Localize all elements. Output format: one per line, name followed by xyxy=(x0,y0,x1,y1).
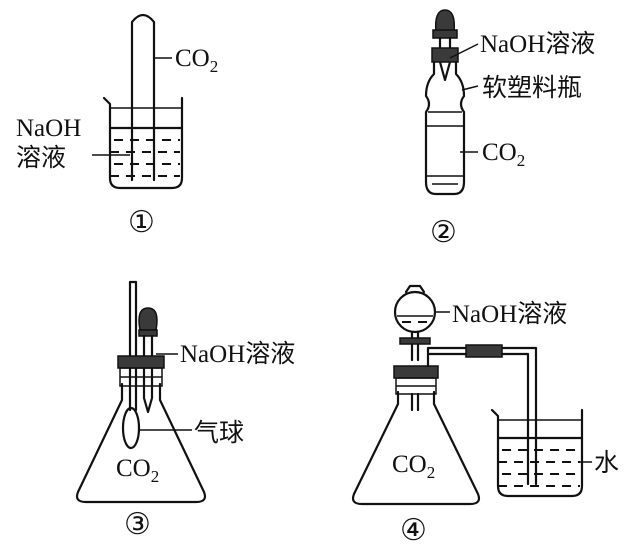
funnel-stem xyxy=(410,330,420,362)
figure-number: ③ xyxy=(124,507,151,542)
glass-tube xyxy=(128,280,138,412)
beaker xyxy=(102,96,184,190)
separatory-funnel xyxy=(393,290,437,334)
funnel-tube xyxy=(410,392,420,412)
solution-label: NaOH溶液 xyxy=(480,30,595,58)
gas-label: CO2 xyxy=(392,451,435,482)
dropper-bulb xyxy=(434,9,456,33)
bottle-label: 软塑料瓶 xyxy=(482,74,582,102)
conical-flask xyxy=(75,382,207,504)
dropper-tube xyxy=(142,334,154,414)
gas-label: CO2 xyxy=(116,455,159,486)
gas-label: CO2 xyxy=(175,45,218,76)
gas-label: CO2 xyxy=(482,139,525,170)
conical-flask xyxy=(351,390,481,506)
water-label: 水 xyxy=(594,449,619,477)
bottle-cap xyxy=(431,47,459,63)
figure-number: ① xyxy=(128,205,155,240)
balloon-label: 气球 xyxy=(194,419,244,447)
balloon xyxy=(121,406,141,450)
rubber-stopper xyxy=(117,355,165,369)
funnel-top xyxy=(404,284,426,294)
figure-number: ② xyxy=(430,215,457,250)
figure-4: NaOH溶液 CO2 水 ④ xyxy=(351,284,619,548)
stopcock xyxy=(399,337,431,345)
soft-plastic-bottle xyxy=(424,60,466,196)
dropper-bulb xyxy=(138,307,158,331)
solution-label-line1: NaOH xyxy=(16,115,81,142)
solution-label: NaOH溶液 xyxy=(452,300,567,328)
delivery-tube xyxy=(426,346,538,486)
figure-number: ④ xyxy=(400,513,427,548)
solution-label: NaOH溶液 xyxy=(180,340,295,368)
beaker xyxy=(490,408,584,498)
figure-3: NaOH溶液 气球 CO2 ③ xyxy=(75,280,295,542)
solution-label-line2: 溶液 xyxy=(16,144,66,172)
dropper-collar xyxy=(432,29,458,39)
dropper-collar xyxy=(138,329,158,337)
figure-1: CO2 NaOH 溶液 ① xyxy=(16,13,218,240)
test-tube xyxy=(130,13,156,182)
leader-line xyxy=(449,43,479,59)
rubber-connector xyxy=(465,344,503,358)
rubber-stopper xyxy=(393,365,439,379)
figure-2: NaOH溶液 软塑料瓶 CO2 ② xyxy=(424,9,595,250)
leader-line xyxy=(461,85,479,91)
